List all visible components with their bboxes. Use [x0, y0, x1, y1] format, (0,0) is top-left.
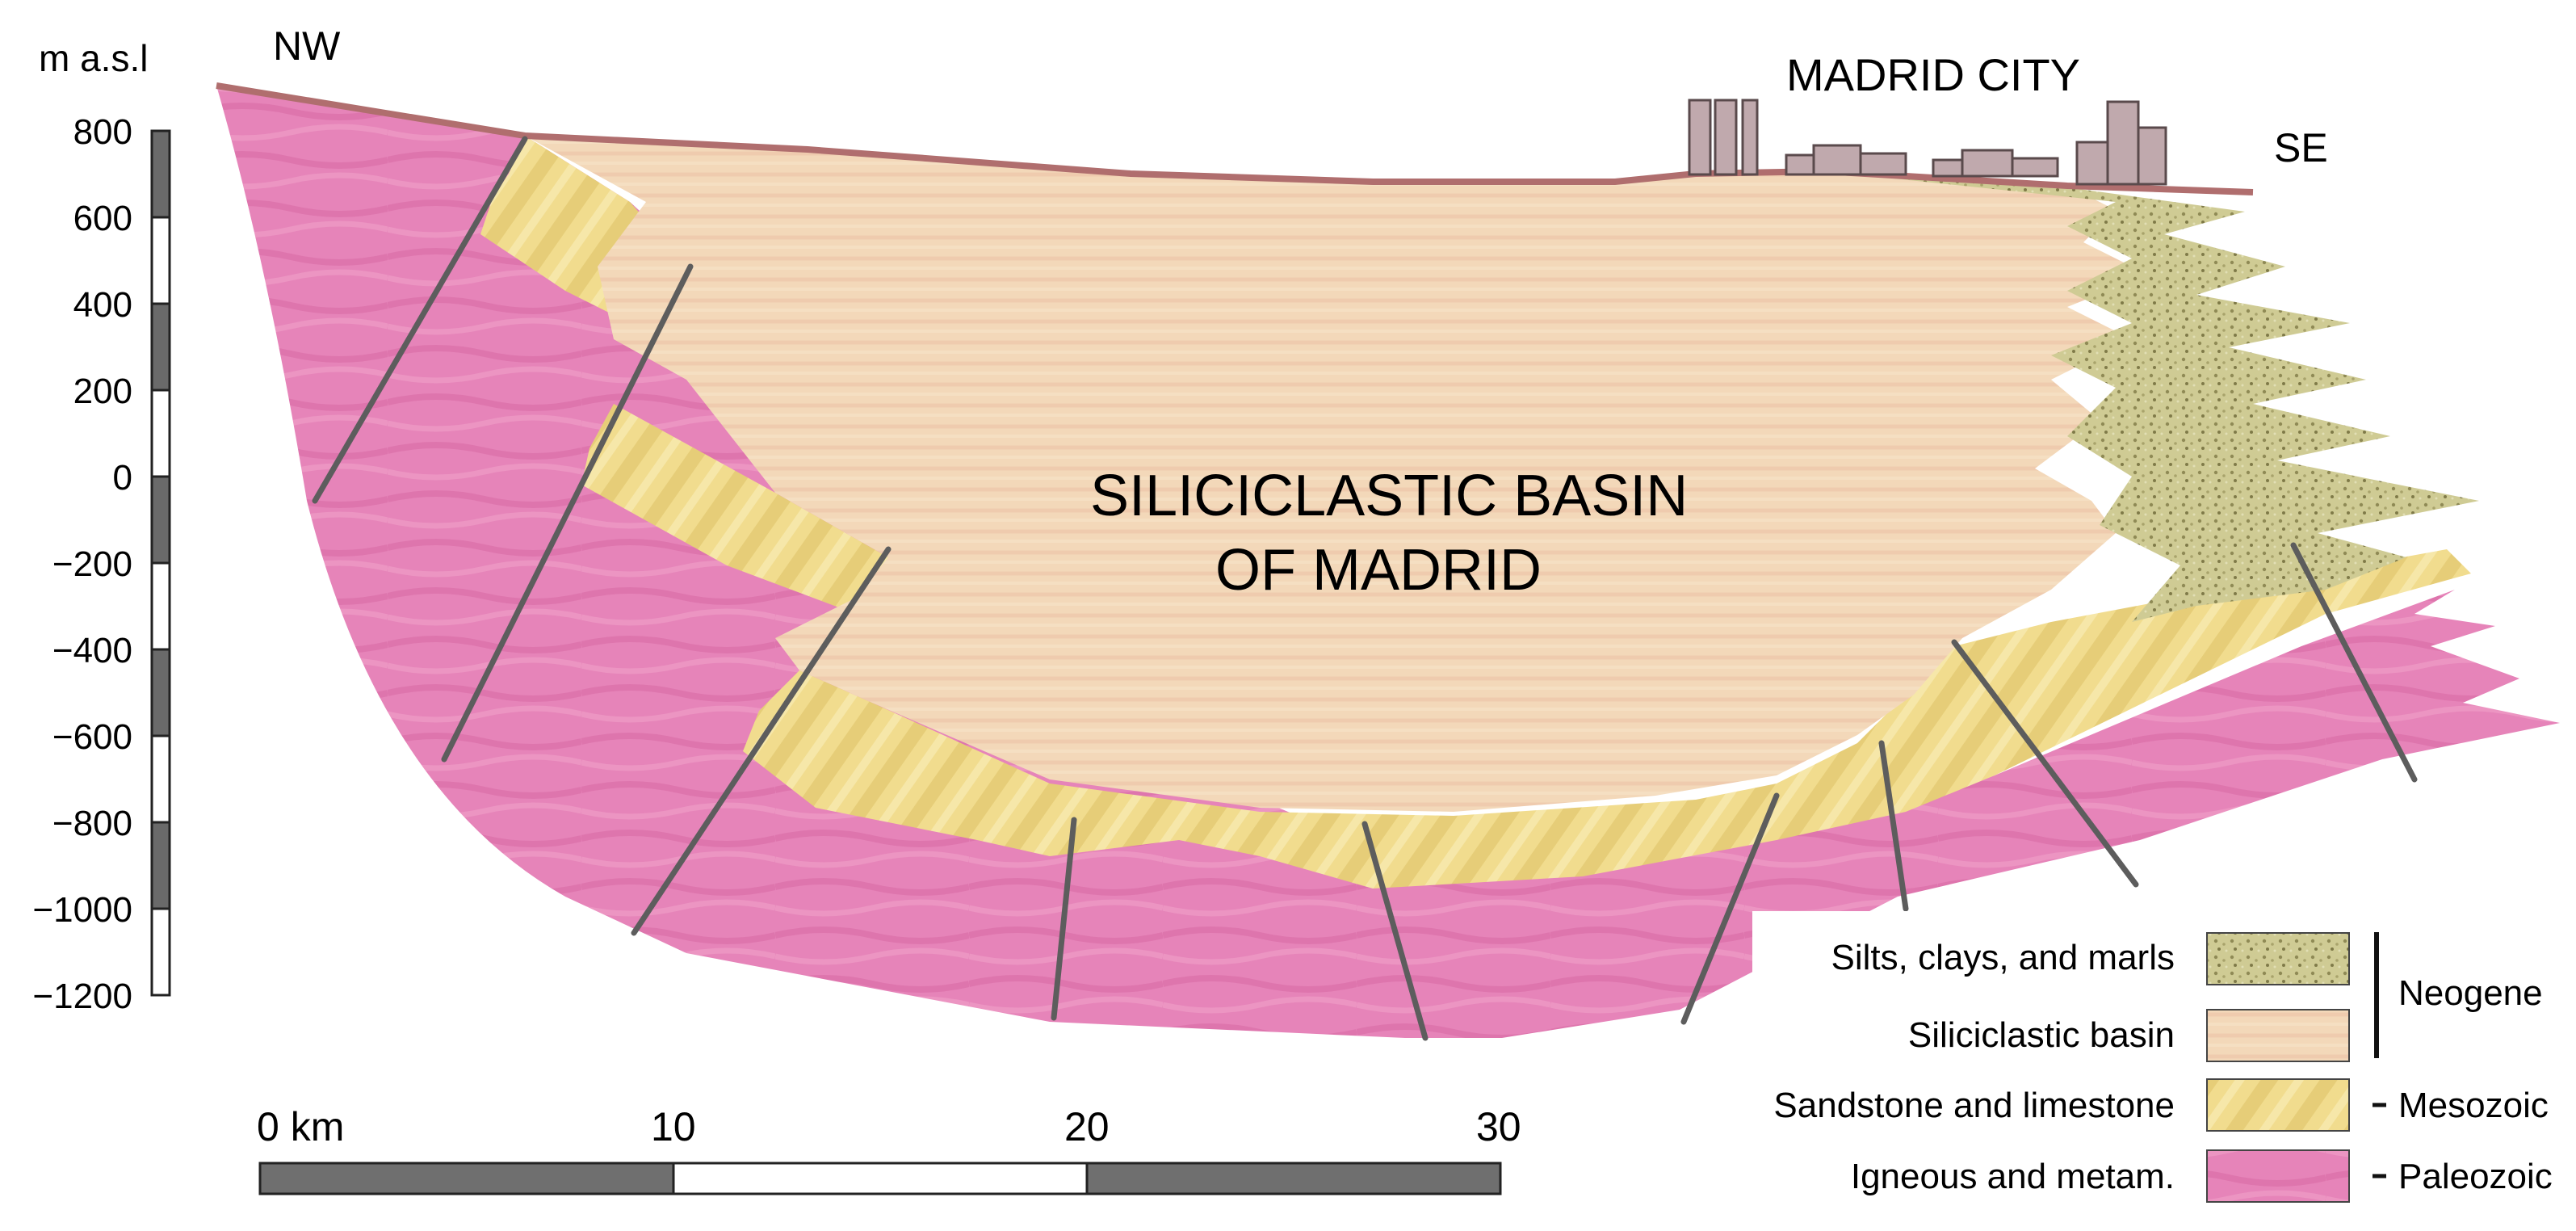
axis-bar-segment	[150, 302, 171, 392]
scale-segment-20-30	[1085, 1162, 1502, 1195]
legend-swatch-igneous	[2206, 1149, 2350, 1203]
fault-line	[1680, 792, 1780, 1025]
axis-tick-label: 600	[73, 199, 132, 238]
siliciclastic-basin	[525, 136, 2148, 812]
axis-tick-label: 0	[113, 458, 132, 498]
legend-label-siliciclastic: Siliciclastic basin	[1908, 1015, 2175, 1055]
axis-bar-segments	[150, 129, 171, 910]
fault-line	[1878, 740, 1909, 912]
fault-line	[441, 263, 694, 763]
axis-tick-label: −800	[52, 804, 132, 843]
fault-line	[312, 136, 528, 504]
fault-line	[631, 546, 892, 936]
axis-tick-labels: 800 600 400 200 0 −200 −400 −600 −800 −1000 −1200	[32, 112, 132, 1016]
direction-se-label: SE	[2274, 125, 2328, 170]
legend-age-neogene: Neogene	[2398, 973, 2543, 1013]
axis-tick-label: −600	[52, 717, 132, 757]
scale-tick-0: 0 km	[257, 1104, 344, 1149]
axis-tick-label: −1200	[32, 977, 132, 1016]
scale-tick-10: 10	[651, 1104, 696, 1149]
fault-line	[1951, 639, 2139, 888]
direction-nw-label: NW	[273, 23, 341, 69]
axis-tick-label: 800	[73, 112, 132, 152]
axis-bar-segment	[150, 129, 171, 219]
legend-label-silts: Silts, clays, and marls	[1831, 938, 2175, 977]
legend-swatch-sandstone	[2206, 1078, 2350, 1132]
axis-tick-label: −1000	[32, 890, 132, 930]
basin-title-line-1: SILICICLASTIC BASIN	[1090, 464, 1688, 528]
axis-tick-label: −200	[52, 544, 132, 584]
legend-label-sandstone: Sandstone and limestone	[1773, 1086, 2175, 1125]
scale-segment-0-10	[258, 1162, 675, 1195]
city-label: MADRID CITY	[1786, 49, 2080, 100]
madrid-city-buildings	[1688, 99, 2167, 186]
axis-bar-segment	[150, 475, 171, 565]
scale-segment-10-20	[672, 1162, 1089, 1195]
axis-bar-segment	[150, 648, 171, 737]
scale-tick-20: 20	[1064, 1104, 1110, 1149]
scale-tick-30: 30	[1476, 1104, 1521, 1149]
vertical-axis-unit: m a.s.l	[39, 37, 148, 79]
fault-line	[2290, 542, 2418, 783]
topographic-surface	[216, 82, 2254, 195]
axis-bar-segment	[150, 821, 171, 910]
scale-bar: 0 km 10 20 30	[257, 1104, 1521, 1195]
fault-line	[1051, 817, 1077, 1021]
legend-label-igneous: Igneous and metam.	[1851, 1157, 2175, 1196]
legend-age-paleozoic: Paleozoic	[2398, 1157, 2553, 1196]
legend-background	[1752, 911, 2570, 1222]
fault-line	[1361, 821, 1429, 1041]
basin-title-line-2: OF MADRID	[1215, 538, 1542, 603]
legend-age-mesozoic: Mesozoic	[2398, 1086, 2549, 1125]
vertical-axis: m a.s.l 800 600 400 200 0 −200 −400 −600 −800 −10…	[32, 37, 171, 1016]
mesozoic-layer	[480, 136, 2471, 889]
paleozoic-basement	[216, 86, 2560, 1038]
silts-clays-marls	[1825, 171, 2479, 622]
legend-swatch-siliciclastic	[2206, 1009, 2350, 1062]
faults	[312, 136, 2418, 1041]
axis-tick-label: 200	[73, 372, 132, 411]
axis-tick-label: 400	[73, 285, 132, 325]
legend: Silts, clays, and marls Siliciclastic ba…	[1752, 911, 2570, 1222]
legend-swatch-silts	[2206, 932, 2350, 985]
axis-tick-label: −400	[52, 631, 132, 670]
